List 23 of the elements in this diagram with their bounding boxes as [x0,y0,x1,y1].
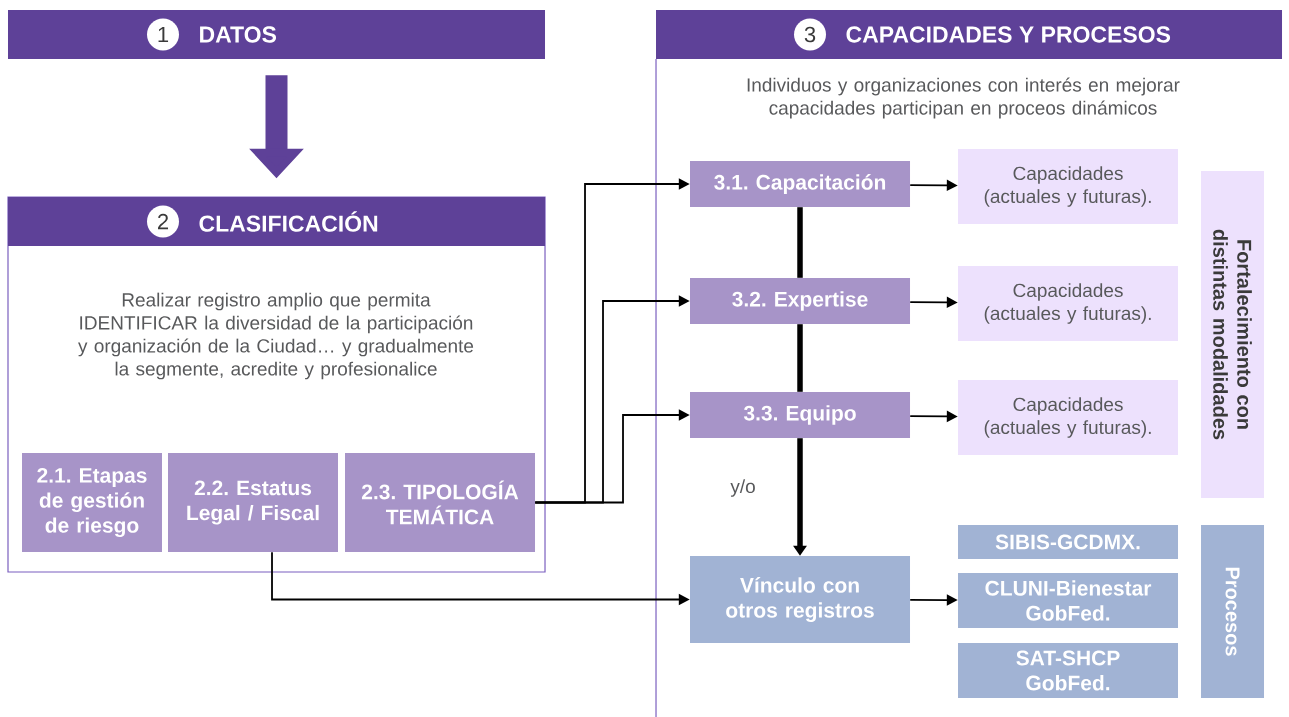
process-box: CLUNI-Bienestar GobFed. [958,573,1178,628]
result-box: Capacidades (actuales y futuras). [958,266,1178,341]
edge-label: y/o [729,478,757,498]
process-box: 2.1. Etapas de gestión de riesgo [22,453,162,552]
result-box: Capacidades (actuales y futuras). [958,380,1178,455]
result-box: Capacidades (actuales y futuras). [958,149,1178,224]
number-badge: 2 [147,205,179,238]
process-box: SAT-SHCP GobFed. [958,643,1178,698]
process-box: SIBIS-GCDMX. [958,525,1178,559]
description-text: Individuos y organizaciones con interés en mejorar capacidades participan en proceos dinámicos [747,77,1180,119]
number-badge: 3 [794,18,826,51]
process-box: 3.1. Capacitación [690,161,910,207]
number-badge: 1 [147,18,179,51]
side-band: Fortalecimiento con distintas modalidades [1201,171,1264,498]
process-box: Vínculo con otros registros [690,556,910,643]
description-text: Realizar registro amplio que permita IDENTIFICAR la diversidad de la participación y organización de la Ciudad… y gradualmente la segmente, acredite y profesionalice [78,292,474,380]
process-box: 3.3. Equipo [690,392,910,438]
side-band: Procesos [1201,525,1264,698]
process-box: 2.3. TIPOLOGÍA TEMÁTICA [345,453,535,552]
process-box: 2.2. Estatus Legal / Fiscal [168,453,338,552]
connector-line [797,324,803,392]
process-box: 3.2. Expertise [690,278,910,324]
connector-line [797,207,803,278]
